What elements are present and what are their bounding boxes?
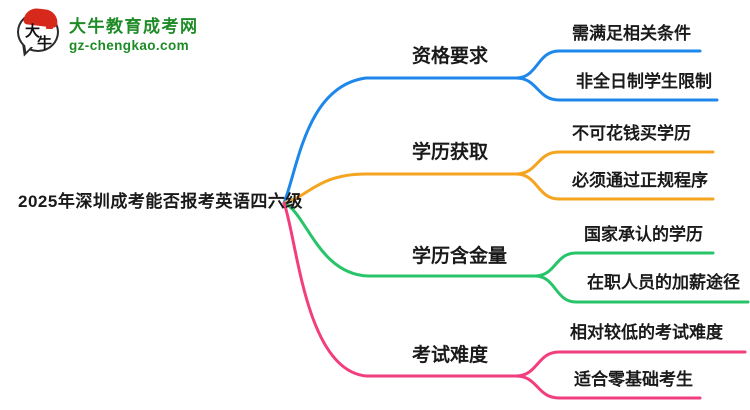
- site-logo[interactable]: 大 牛 大牛教育成考网 gz-chengkao.com: [16, 6, 199, 59]
- branch-exam-difficulty-label: 考试难度: [412, 345, 489, 366]
- branch-exam-difficulty-child-0-line: [514, 350, 747, 378]
- branch-degree-value-child-1-line: [533, 274, 750, 304]
- branch-qualification-main-line: [282, 76, 518, 205]
- child-meet-conditions-label: 需满足相关条件: [572, 24, 691, 43]
- branch-qualification-label: 资格要求: [412, 46, 489, 67]
- branch-degree-acquisition-child-0-line: [514, 150, 715, 176]
- logo-char-niu: 牛: [37, 35, 53, 52]
- child-state-recognized-label: 国家承认的学历: [584, 225, 703, 244]
- branch-exam-difficulty-connectors: [282, 201, 747, 400]
- branch-qualification-child-1-line: [514, 76, 719, 102]
- branch-qualification-child-0-line: [514, 49, 702, 80]
- branch-exam-difficulty-child-1-line: [514, 374, 702, 400]
- site-name: 大牛教育成考网: [69, 16, 199, 36]
- branch-degree-value-label: 学历含金量: [412, 246, 508, 267]
- site-url: gz-chengkao.com: [69, 37, 190, 53]
- branch-degree-acquisition-main-line: [282, 172, 518, 205]
- branch-exam-difficulty-main-line: [282, 201, 518, 378]
- daniu-bubble-icon: 大 牛: [16, 6, 62, 59]
- branch-degree-acquisition-connectors: [282, 150, 715, 205]
- root-node-label: 2025年深圳成考能否报考英语四六级: [18, 192, 303, 211]
- branch-degree-acquisition-child-1-line: [514, 172, 715, 201]
- child-parttime-student-limit-label: 非全日制学生限制: [576, 72, 712, 91]
- branch-degree-acquisition-label: 学历获取: [412, 142, 489, 163]
- child-formal-procedure-label: 必须通过正规程序: [572, 171, 708, 190]
- logo-char-da: 大: [25, 23, 41, 40]
- logo-red-seal: [46, 22, 53, 29]
- child-lower-difficulty-label: 相对较低的考试难度: [570, 323, 723, 342]
- logo-text-block: 大牛教育成考网 gz-chengkao.com: [69, 12, 199, 53]
- branch-degree-value-main-line: [282, 201, 537, 278]
- child-cannot-buy-degree-label: 不可花钱买学历: [572, 124, 691, 143]
- branch-qualification-connectors: [282, 49, 719, 205]
- branch-degree-value-connectors: [282, 201, 750, 304]
- child-zero-basis-label: 适合零基础考生: [574, 370, 693, 389]
- child-salary-raise-path-label: 在职人员的加薪途径: [587, 273, 740, 292]
- branch-degree-value-child-0-line: [533, 251, 715, 278]
